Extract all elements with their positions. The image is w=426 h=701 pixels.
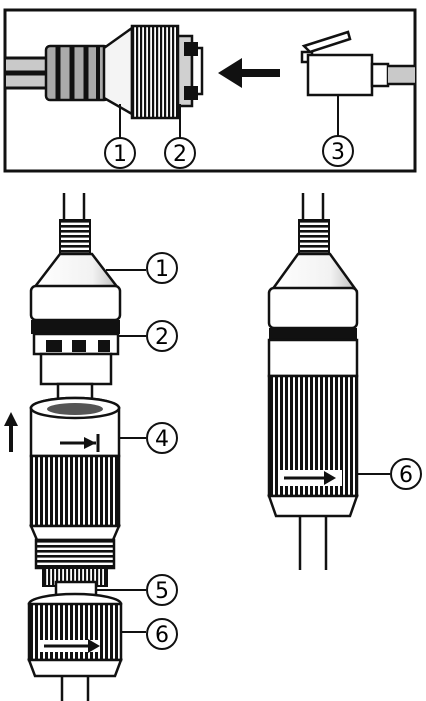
- insert-arrow: [218, 58, 280, 88]
- top-connector-tip: [176, 34, 204, 108]
- callout-6-left: 6: [146, 618, 178, 650]
- callout-3-top: 3: [322, 135, 354, 167]
- right-body: [267, 338, 359, 378]
- left-collar: [29, 284, 122, 322]
- callout-6-right: 6: [390, 458, 422, 490]
- left-sealing-ring-part-2: [32, 332, 120, 356]
- callout-1-top-label: 1: [113, 142, 127, 167]
- right-cable-top: [298, 193, 330, 257]
- callout-1-left-label: 1: [155, 257, 169, 282]
- left-cone-part-1: [31, 252, 121, 290]
- callout-1-left: 1: [146, 252, 178, 284]
- top-panel: 1 2 3: [3, 8, 417, 173]
- top-ribbed-nut-part-2: [130, 24, 180, 120]
- callout-4-left: 4: [146, 422, 178, 454]
- left-cable-top: [59, 193, 91, 257]
- callout-4-left-label: 4: [155, 427, 169, 452]
- right-nut-part-6: [267, 374, 359, 518]
- rj45-plug-part-3: [300, 30, 415, 97]
- callout-6-right-label: 6: [399, 463, 413, 488]
- callout-1-top: 1: [104, 137, 136, 169]
- callout-6-left-label: 6: [155, 623, 169, 648]
- callout-3-top-label: 3: [331, 140, 345, 165]
- left-assembly: 1 2 4 5 6: [4, 193, 178, 701]
- top-strain-relief: [44, 44, 110, 102]
- left-waterproof-body-part-4: [29, 396, 121, 542]
- callout-5-left: 5: [146, 574, 178, 606]
- top-cable: [6, 56, 51, 90]
- right-cone: [269, 252, 359, 292]
- callout-2-left: 2: [146, 320, 178, 352]
- left-nut-part-6: [27, 592, 123, 678]
- callout-5-left-label: 5: [155, 579, 169, 604]
- left-threads: [34, 538, 116, 587]
- left-cable-bottom: [60, 676, 90, 701]
- left-black-band: [31, 320, 120, 334]
- right-assembly: 6: [267, 193, 422, 570]
- right-collar: [267, 286, 359, 330]
- callout-2-left-label: 2: [155, 325, 169, 350]
- left-plug-body: [39, 352, 113, 386]
- right-cable-bottom: [298, 516, 328, 570]
- right-black-band: [269, 328, 357, 340]
- up-arrow: [4, 412, 18, 452]
- callout-2-top: 2: [164, 137, 196, 169]
- callout-2-top-label: 2: [173, 142, 187, 167]
